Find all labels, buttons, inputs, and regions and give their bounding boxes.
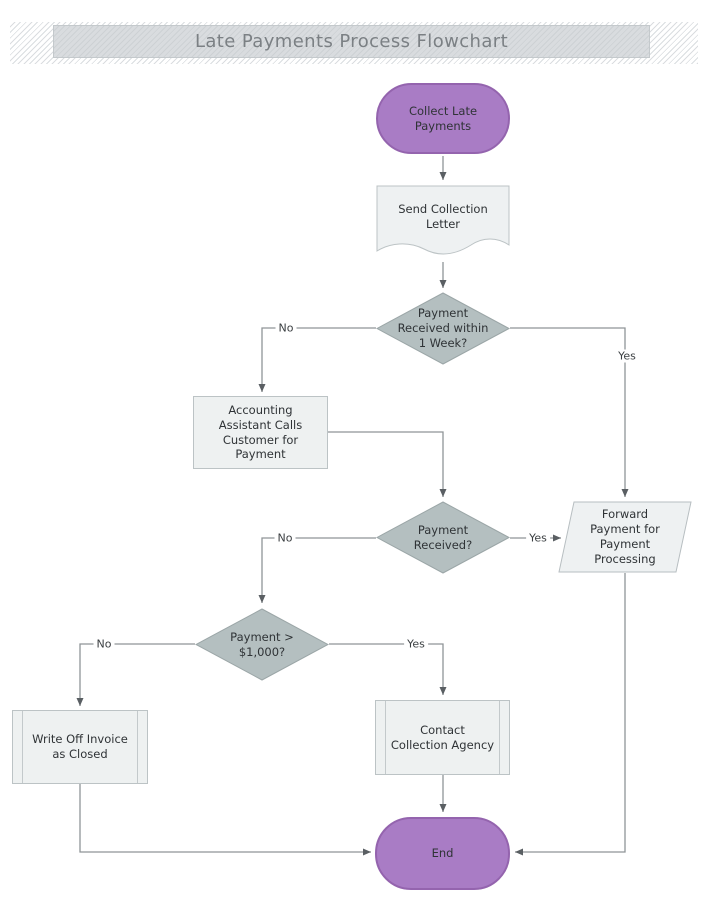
- decision-payment-received-1-week: Payment Received within 1 Week?: [376, 292, 510, 365]
- edge-label-amount-no: No: [93, 637, 115, 651]
- edge-label-week-no: No: [275, 321, 297, 335]
- decision-payment-received: Payment Received?: [376, 501, 510, 574]
- payment-received-label: Payment Received?: [413, 522, 473, 552]
- flowchart-title: Late Payments Process Flowchart: [53, 25, 650, 58]
- process-accounting-assistant-calls: Accounting Assistant Calls Customer for …: [193, 396, 328, 469]
- document-send-collection-letter: Send Collection Letter: [376, 185, 510, 261]
- predefined-left-bar: [22, 711, 23, 783]
- start-label: Collect Late Payments: [408, 103, 478, 133]
- edge-label-received-no: No: [274, 531, 296, 545]
- send-letter-label: Send Collection Letter: [398, 202, 488, 231]
- predefined-write-off-invoice: Write Off Invoice as Closed: [12, 710, 148, 784]
- parallelogram-shape-icon: [558, 501, 692, 573]
- accounting-calls-label: Accounting Assistant Calls Customer for …: [218, 402, 303, 462]
- predefined-right-bar: [137, 711, 138, 783]
- document-shape-icon: [376, 185, 510, 255]
- diamond-shape-icon: [376, 292, 510, 365]
- forward-payment-label: Forward Payment for Payment Processing: [590, 507, 660, 566]
- write-off-label: Write Off Invoice as Closed: [32, 732, 128, 761]
- predefined-right-bar: [499, 701, 500, 774]
- payment-week-label: Payment Received within 1 Week?: [397, 306, 489, 350]
- end-terminator: End: [375, 817, 510, 890]
- diamond-shape-icon: [376, 501, 510, 574]
- diamond-shape-icon: [195, 608, 329, 681]
- edge-label-week-yes: Yes: [615, 349, 639, 363]
- end-label: End: [431, 846, 454, 861]
- contact-agency-label: Contact Collection Agency: [390, 722, 495, 752]
- predefined-left-bar: [385, 701, 386, 774]
- start-terminator: Collect Late Payments: [376, 83, 510, 154]
- data-forward-payment-processing: Forward Payment for Payment Processing: [558, 501, 692, 573]
- edge-label-amount-yes: Yes: [404, 637, 428, 651]
- payment-amount-label: Payment > $1,000?: [230, 629, 294, 659]
- predefined-contact-collection-agency: Contact Collection Agency: [375, 700, 510, 775]
- decision-payment-over-1000: Payment > $1,000?: [195, 608, 329, 681]
- edge-label-received-yes: Yes: [526, 531, 550, 545]
